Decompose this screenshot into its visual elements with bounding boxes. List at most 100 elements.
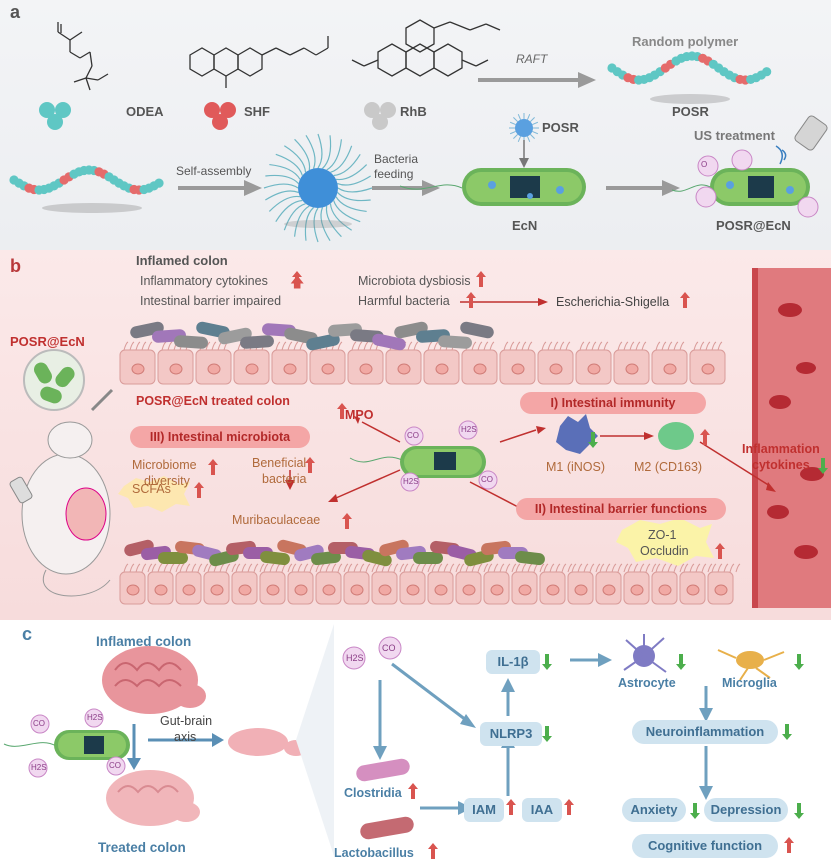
- harmful-bacterium: [306, 333, 340, 351]
- microvillus: [337, 563, 343, 573]
- microvillus: [135, 563, 141, 573]
- microvillus: [299, 341, 305, 351]
- microvillus: [617, 563, 623, 573]
- lactobacillus-label: Lactobacillus: [334, 846, 414, 860]
- microvillus: [717, 341, 723, 351]
- cell-nucleus: [625, 363, 639, 375]
- cell-nucleus: [359, 363, 373, 375]
- microglia-icon: [717, 649, 785, 681]
- posr-ray: [517, 136, 522, 143]
- micelle-chain: [333, 200, 361, 223]
- nlrp3-box: NLRP3: [480, 722, 542, 746]
- h2s-bubble-c2: H2S: [87, 713, 103, 722]
- depression-box: Depression: [704, 798, 788, 822]
- posr-ecn-label: POSR@EcN: [716, 218, 791, 233]
- micelle-chain: [305, 135, 316, 169]
- cell-nucleus: [182, 584, 196, 596]
- co-bubble-c: CO: [382, 643, 396, 653]
- occludin-label: Occludin: [640, 544, 689, 558]
- polymer-bead: [762, 67, 772, 77]
- microvillus: [515, 341, 521, 351]
- microvillus: [527, 563, 533, 573]
- barrier-pill: II) Intestinal barrier functions: [516, 498, 726, 520]
- co-bubble-b2: CO: [481, 475, 493, 484]
- microvillus: [711, 341, 717, 351]
- microvillus: [629, 341, 635, 351]
- micelle-chain: [322, 135, 332, 169]
- cell-nucleus: [350, 584, 364, 596]
- microvillus: [527, 341, 533, 351]
- micelle-chain: [294, 138, 311, 171]
- microvillus: [699, 341, 705, 351]
- micelle-chain: [320, 207, 331, 241]
- microvillus: [679, 563, 685, 573]
- cell-nucleus: [511, 363, 525, 375]
- cell-nucleus: [406, 584, 420, 596]
- cell-nucleus: [587, 363, 601, 375]
- microvillus: [203, 563, 209, 573]
- micelle-chain: [268, 195, 301, 212]
- microvillus: [415, 563, 421, 573]
- microvillus: [123, 563, 129, 573]
- microvillus: [281, 563, 287, 573]
- micelle-chain: [325, 205, 342, 238]
- micelle-chain: [337, 187, 373, 193]
- mouse-illustration: [9, 388, 114, 597]
- monomer-rhb-label: RhB: [400, 104, 427, 119]
- posr-ecn-bacterium: [671, 168, 810, 206]
- barrier-impaired-text: Intestinal barrier impaired: [140, 294, 282, 308]
- microvillus: [359, 563, 365, 573]
- ultrasound-probe-icon: [775, 115, 828, 165]
- h2s-bubble-c: H2S: [346, 653, 364, 663]
- odea-structure: [57, 22, 109, 91]
- microvillus: [235, 563, 241, 573]
- astrocyte-label: Astrocyte: [618, 676, 676, 690]
- posr-ray: [526, 113, 531, 120]
- microvillus: [503, 341, 509, 351]
- microvillus: [421, 563, 427, 573]
- microvillus: [259, 563, 265, 573]
- microvillus: [515, 563, 521, 573]
- microvillus: [147, 341, 153, 351]
- microvillus: [555, 563, 561, 573]
- microvillus: [371, 563, 377, 573]
- micelle-chain: [335, 164, 368, 181]
- posr-ray: [526, 136, 531, 143]
- microvillus: [553, 341, 559, 351]
- micelle-chain: [263, 183, 299, 189]
- microvillus: [645, 563, 651, 573]
- h2s-bubble-b2: H2S: [403, 477, 419, 486]
- microvillus: [511, 563, 517, 573]
- beneficial-bacterium: [515, 550, 545, 566]
- treated-colon-title: POSR@EcN treated colon: [136, 394, 290, 408]
- inflammation-label-line2: cytokines: [752, 458, 810, 472]
- il1b-box: IL-1β: [486, 650, 540, 674]
- microvillus: [337, 341, 343, 351]
- microvillus: [455, 563, 461, 573]
- raft-arrow: [478, 72, 596, 88]
- posr-ray: [513, 117, 518, 122]
- microvillus: [297, 563, 303, 573]
- microvillus: [489, 341, 495, 351]
- harmful-bacterium: [174, 335, 208, 349]
- microvillus: [343, 563, 349, 573]
- microvillus: [661, 341, 667, 351]
- m1-label: M1 (iNOS): [546, 460, 606, 474]
- microvillus: [585, 341, 591, 351]
- microvillus: [693, 341, 699, 351]
- microvillus: [293, 341, 299, 351]
- panel-a-graphics: [9, 19, 828, 243]
- microvillus: [431, 563, 437, 573]
- microbiota-pill: III) Intestinal microbiota: [130, 426, 310, 448]
- microvillus: [547, 341, 553, 351]
- microvillus: [539, 563, 545, 573]
- panel-c-graphics: [3, 624, 785, 856]
- beneficial-bacterium: [260, 550, 290, 566]
- co-bubble-c2: CO: [33, 719, 45, 728]
- cell-nucleus: [630, 584, 644, 596]
- micelle-chain: [265, 174, 299, 184]
- microvillus: [597, 341, 603, 351]
- microvillus: [363, 341, 369, 351]
- microvillus: [639, 563, 645, 573]
- micelle: [263, 133, 373, 243]
